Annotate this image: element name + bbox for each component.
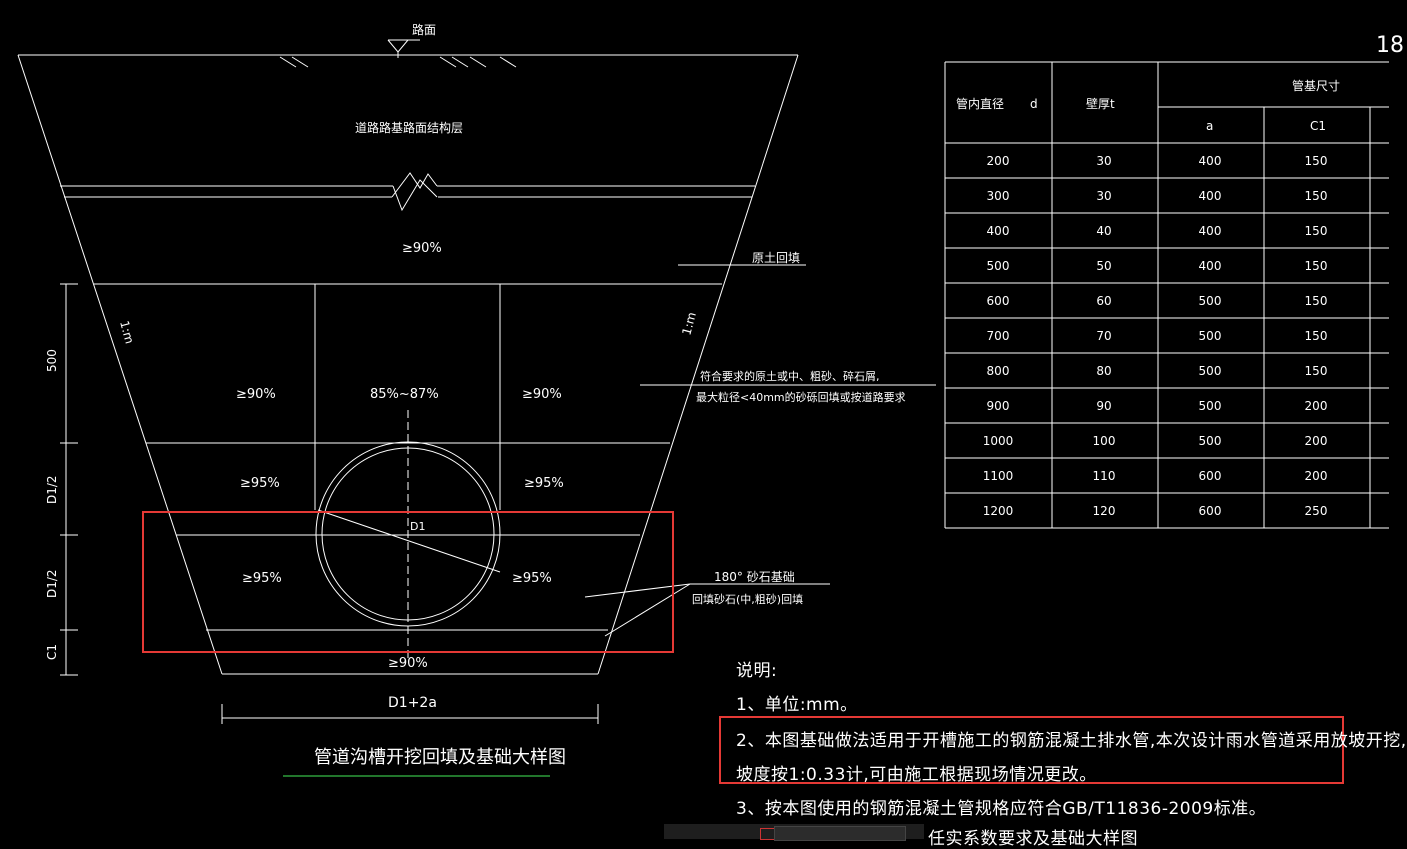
table-header-base: 管基尺寸 <box>1292 78 1340 93</box>
table-cell: 500 <box>1199 434 1222 448</box>
table-cell: 150 <box>1305 259 1328 273</box>
highlight-box-note <box>719 716 1344 784</box>
dim-d1-half-lower-label: D1/2 <box>45 569 59 598</box>
dim-c1-label: C1 <box>45 644 59 660</box>
slope-right-label: 1:m <box>679 311 699 337</box>
zone-bottom-label: ≥90% <box>388 656 428 671</box>
dim-bottom-width-label: D1+2a <box>388 695 437 711</box>
table-cell: 40 <box>1096 224 1111 238</box>
notes-line5: 任实系数要求及基础大样图 <box>928 829 1138 849</box>
table-cell: 50 <box>1096 259 1111 273</box>
road-surface-label: 路面 <box>412 22 436 37</box>
notes-line2: 2、本图基础做法适用于开槽施工的钢筋混凝土排水管,本次设计雨水管道采用放坡开挖, <box>736 731 1407 751</box>
table-cell: 600 <box>987 294 1010 308</box>
table-cell: 60 <box>1096 294 1111 308</box>
zone-center-upper-label: 85%~87% <box>370 387 439 402</box>
backfill-label: 原土回填 <box>752 251 800 265</box>
table-cell: 300 <box>987 189 1010 203</box>
table-sub-c1: C1 <box>1310 119 1326 133</box>
table-cell: 500 <box>1199 399 1222 413</box>
table-cell: 90 <box>1096 399 1111 413</box>
table-cell: 30 <box>1096 189 1111 203</box>
table-cell: 400 <box>1199 189 1222 203</box>
table-cell: 110 <box>1093 469 1116 483</box>
base-note-line2: 回填砂石(中,粗砂)回填 <box>692 592 803 606</box>
table-cell: 500 <box>987 259 1010 273</box>
table-cell: 400 <box>1199 259 1222 273</box>
material-note-line2: 最大粒径<40mm的砂砾回填或按道路要求 <box>696 390 906 404</box>
table-sub-a: a <box>1206 119 1213 133</box>
table-cell: 1100 <box>983 469 1014 483</box>
top-compaction-label: ≥90% <box>402 241 442 256</box>
table-cell: 150 <box>1305 154 1328 168</box>
table-cell: 600 <box>1199 504 1222 518</box>
table-cell: 400 <box>987 224 1010 238</box>
table-cell: 1200 <box>983 504 1014 518</box>
slope-left-label: 1:m <box>117 319 137 345</box>
table-cell: 250 <box>1305 504 1328 518</box>
table-cell: 700 <box>987 329 1010 343</box>
table-cell: 120 <box>1093 504 1116 518</box>
command-bar[interactable] <box>664 824 924 841</box>
dim-d1-half-upper-label: D1/2 <box>45 475 59 504</box>
dim-500-label: 500 <box>45 349 59 372</box>
table-header-wall: 壁厚t <box>1086 96 1115 111</box>
table-cell: 200 <box>1305 399 1328 413</box>
table-cell: 150 <box>1305 189 1328 203</box>
table-cell: 150 <box>1305 224 1328 238</box>
table-body: 200 30 400 150 300 30 400 150 400 40 400 150 500 50 40… <box>983 154 1328 518</box>
table-cell: 1000 <box>983 434 1014 448</box>
table-header-diameter: 管内直径 <box>956 96 1004 111</box>
corner-number: 18 <box>1376 33 1404 58</box>
notes-heading: 说明: <box>736 661 778 681</box>
table-header-diameter-symbol: d <box>1030 97 1038 111</box>
notes-line3: 坡度按1:0.33计,可由施工根据现场情况更改。 <box>736 765 1097 785</box>
table-cell: 600 <box>1199 469 1222 483</box>
table-cell: 400 <box>1199 154 1222 168</box>
drawing-title: 管道沟槽开挖回填及基础大样图 <box>314 747 566 768</box>
notes-line1: 1、单位:mm。 <box>736 695 858 715</box>
table-cell: 80 <box>1096 364 1111 378</box>
table-cell: 100 <box>1093 434 1116 448</box>
notes-line4: 3、按本图使用的钢筋混凝土管规格应符合GB/T11836-2009标准。 <box>736 799 1267 819</box>
zone-right-low-label: ≥95% <box>512 571 552 586</box>
zone-left-upper-label: ≥90% <box>236 387 276 402</box>
table-cell: 400 <box>1199 224 1222 238</box>
zone-left-low-label: ≥95% <box>242 571 282 586</box>
pipe-diameter-label: D1 <box>410 520 425 533</box>
table-cell: 800 <box>987 364 1010 378</box>
zone-right-upper-label: ≥90% <box>522 387 562 402</box>
table-cell: 150 <box>1305 364 1328 378</box>
table-cell: 70 <box>1096 329 1111 343</box>
highlight-box-base <box>142 511 674 653</box>
table-cell: 900 <box>987 399 1010 413</box>
pavement-layer-label: 道路路基路面结构层 <box>355 120 463 135</box>
table-cell: 200 <box>1305 434 1328 448</box>
table-cell: 500 <box>1199 364 1222 378</box>
table-cell: 150 <box>1305 294 1328 308</box>
material-note-line1: 符合要求的原土或中、粗砂、碎石屑, <box>700 369 880 383</box>
base-note-line1: 180° 砂石基础 <box>714 570 795 584</box>
table-cell: 200 <box>1305 469 1328 483</box>
table-cell: 30 <box>1096 154 1111 168</box>
table-cell: 500 <box>1199 329 1222 343</box>
command-input[interactable] <box>774 826 906 841</box>
cad-drawing: 路面 道路路基路面结构层 ≥90% 原土回填 1:m 1:m ≥90% 85%~… <box>17 22 1404 784</box>
pipe-spec-table <box>944 61 1389 529</box>
zone-right-mid-label: ≥95% <box>524 476 564 491</box>
table-cell: 200 <box>987 154 1010 168</box>
table-cell: 500 <box>1199 294 1222 308</box>
table-cell: 150 <box>1305 329 1328 343</box>
zone-left-mid-label: ≥95% <box>240 476 280 491</box>
